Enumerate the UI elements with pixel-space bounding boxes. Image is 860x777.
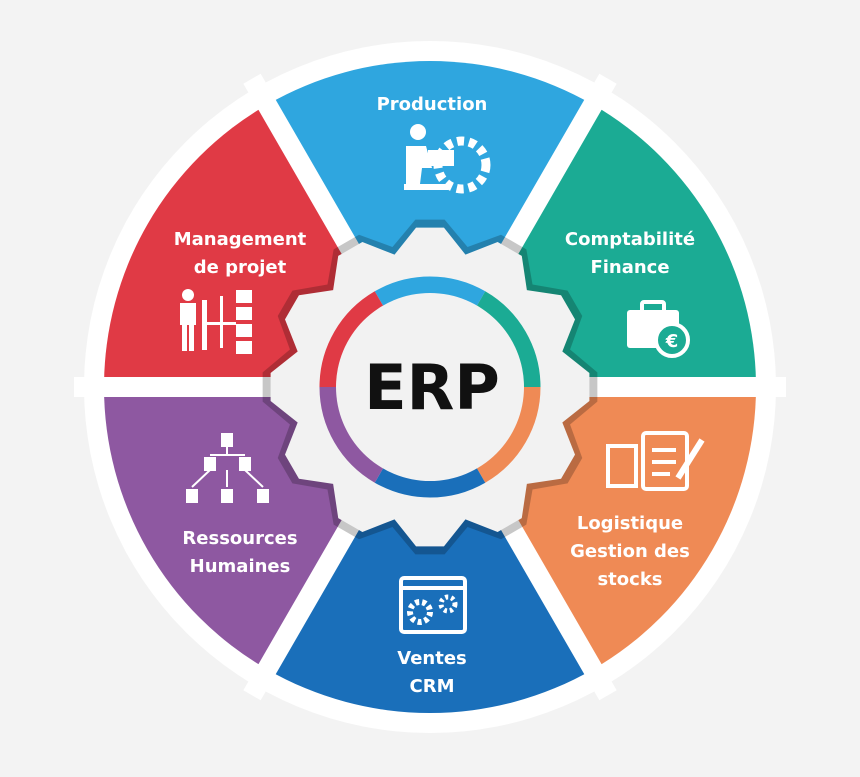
box-clipboard-icon [606,431,705,491]
ring-arc-ventes [374,467,486,498]
erp-title: ERP [364,351,500,424]
label-production: Production [377,94,488,115]
ring-arc-logistique [476,386,541,483]
worker-gear-icon [404,124,491,194]
briefcase-euro-icon: € [627,300,690,358]
ring-arc-comptabilite [476,291,541,388]
browser-gears-icon [399,576,467,634]
segment-ventes [267,387,593,713]
org-chart-people-icon [186,433,269,503]
center-disc [336,293,524,481]
ring-arc-production [374,276,486,307]
ring-arc-management [319,291,384,388]
person-hierarchy-icon [180,289,252,354]
ring-arc-ressources [319,386,384,483]
segment-production [267,60,593,388]
svg-text:€: € [665,331,679,352]
